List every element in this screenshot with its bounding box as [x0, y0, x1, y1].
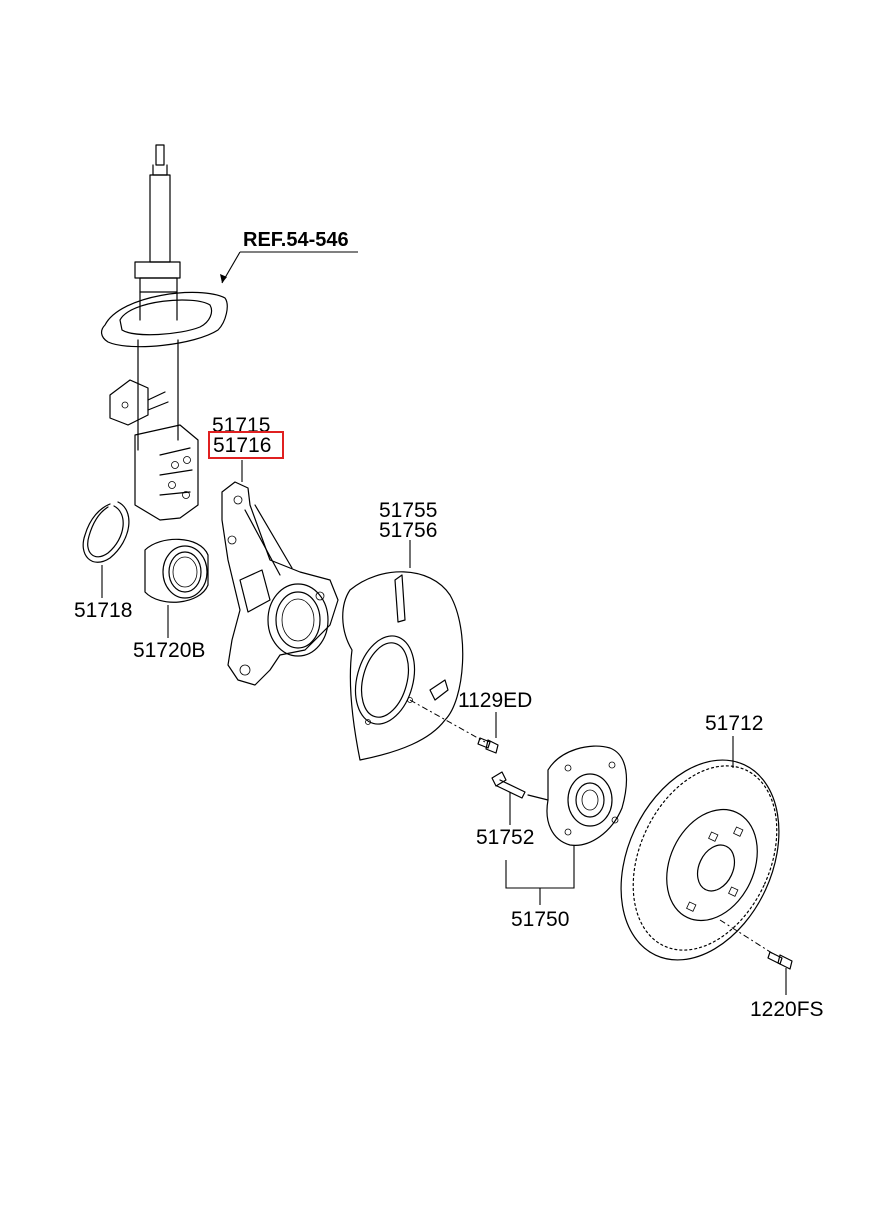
- bolt-1129ed[interactable]: 1129ED: [458, 689, 532, 754]
- label-51720b[interactable]: 51720B: [133, 639, 205, 662]
- hub-bolt-51752[interactable]: 51752: [476, 771, 534, 849]
- screw-1220fs[interactable]: 1220FS: [750, 951, 824, 1021]
- steering-knuckle[interactable]: 51715 51716: [208, 414, 339, 686]
- label-1129ed[interactable]: 1129ED: [458, 689, 532, 712]
- label-1220fs[interactable]: 1220FS: [750, 998, 824, 1021]
- label-51750[interactable]: 51750: [511, 908, 569, 931]
- ref-leader: REF.54-546: [220, 229, 358, 284]
- label-51716[interactable]: 51716: [213, 434, 271, 457]
- axis-line-1: [409, 699, 486, 743]
- strut-assembly[interactable]: [101, 144, 228, 521]
- wheel-hub-51750[interactable]: 51750: [505, 745, 628, 931]
- label-51718[interactable]: 51718: [74, 599, 132, 622]
- brake-disc-51712[interactable]: 51712: [590, 712, 809, 986]
- dust-cover[interactable]: 51755 51756: [342, 499, 464, 761]
- label-51712[interactable]: 51712: [705, 712, 763, 735]
- label-51755[interactable]: 51755: [379, 499, 437, 522]
- wheel-bearing-51720b[interactable]: 51720B: [133, 538, 209, 662]
- highlight-box-51716: [208, 431, 284, 459]
- label-51756[interactable]: 51756: [379, 519, 437, 542]
- axis-line-2: [719, 919, 776, 956]
- snap-ring-51718[interactable]: 51718: [74, 501, 132, 622]
- ref-label[interactable]: REF.54-546: [243, 229, 349, 251]
- label-51752[interactable]: 51752: [476, 826, 534, 849]
